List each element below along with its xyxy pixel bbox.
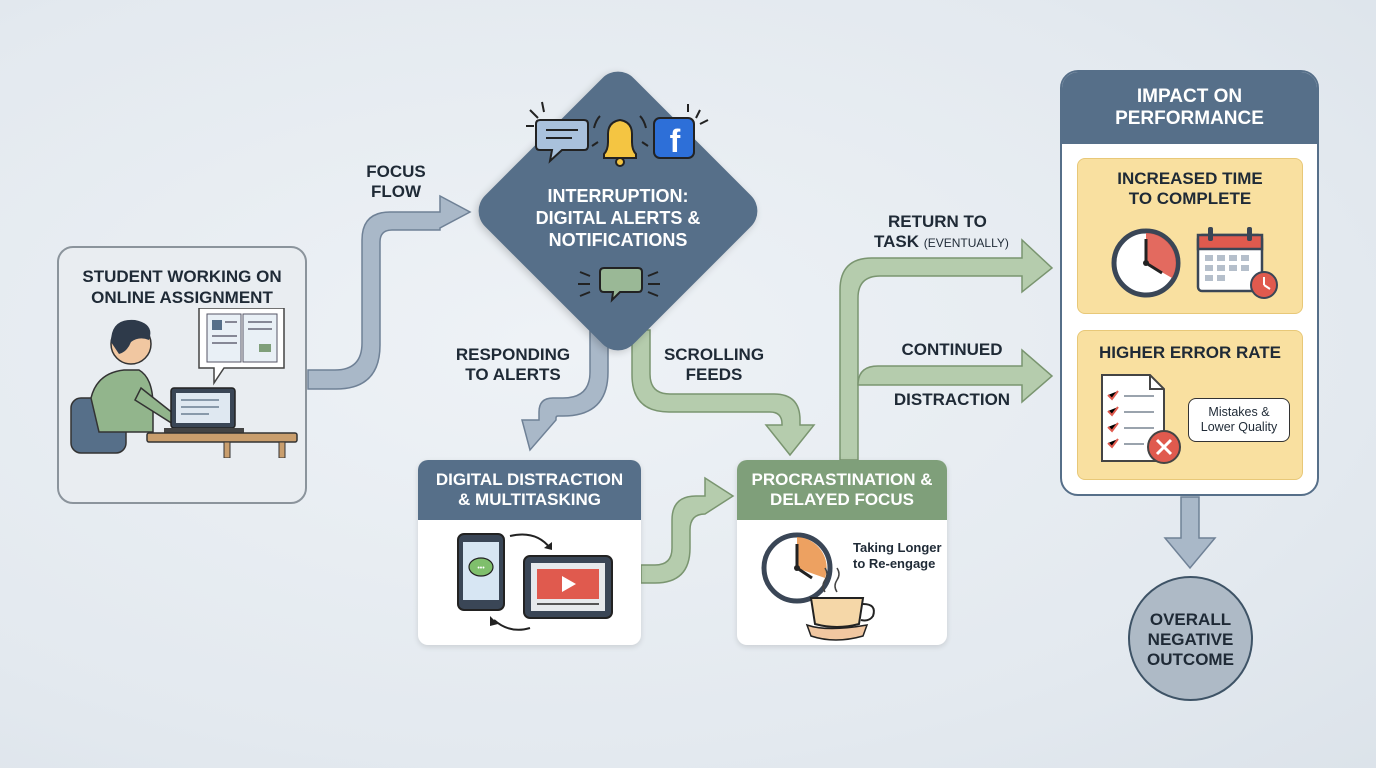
error-rate-title: HIGHER ERROR RATE: [1099, 343, 1281, 362]
student-illustration: [70, 308, 298, 458]
error-illustration: [1101, 374, 1181, 464]
impact-to-outcome-arrow: [1163, 496, 1217, 570]
continued-distraction-arrow: [857, 348, 1054, 404]
chat-bubble-icon: [535, 119, 589, 164]
distraction-card: DIGITAL DISTRACTION & MULTITASKING •••: [418, 460, 641, 645]
outcome-circle: [1128, 576, 1253, 701]
document-icon: [1101, 374, 1165, 462]
calendar-icon: [1196, 227, 1278, 299]
small-chat-icon: [578, 267, 660, 303]
distraction-to-procrast-arrow: [640, 476, 735, 584]
time-illustration: [1111, 227, 1278, 299]
responding-label: RESPONDING TO ALERTS: [455, 345, 571, 384]
increased-time-box: INCREASED TIME TO COMPLETE: [1077, 158, 1303, 314]
video-player-icon: [523, 555, 613, 619]
clock-icon: [761, 532, 833, 604]
svg-text:•••: •••: [477, 565, 485, 572]
increased-time-title: INCREASED TIME TO COMPLETE: [1117, 169, 1263, 208]
coffee-cup-icon: [805, 567, 875, 641]
distraction-title: DIGITAL DISTRACTION & MULTITASKING: [418, 460, 641, 520]
scrolling-label: SCROLLING FEEDS: [663, 345, 765, 384]
return-to-label: RETURN TO: [888, 212, 987, 231]
phone-icon: •••: [457, 533, 505, 611]
responding-arrow: [521, 319, 609, 452]
distraction-label: DISTRACTION: [893, 390, 1011, 409]
mistakes-note: Mistakes & Lower Quality: [1188, 398, 1290, 442]
procrastination-illustration: [761, 532, 875, 641]
switch-arrow-icon: [509, 533, 551, 549]
bell-icon: [591, 115, 649, 167]
svg-text:f: f: [670, 123, 681, 159]
notification-icons: f: [526, 101, 709, 167]
procrastination-card: PROCRASTINATION & DELAYED FOCUS Taking L…: [737, 460, 947, 645]
focus-flow-label: FOCUS FLOW: [366, 162, 426, 201]
interruption-title: INTERRUPTION: DIGITAL ALERTS & NOTIFICAT…: [535, 186, 701, 250]
student-title: STUDENT WORKING ON ONLINE ASSIGNMENT: [82, 267, 282, 307]
impact-title: IMPACT ON PERFORMANCE: [1062, 72, 1317, 144]
error-x-icon: [1147, 430, 1181, 464]
return-to-task-arrow: [839, 238, 1054, 461]
task-label-row: TASK (EVENTUALLY): [874, 232, 1054, 253]
procrastination-note: Taking Longer to Re-engage: [853, 540, 942, 571]
facebook-icon: f: [653, 117, 695, 159]
outcome-title: OVERALL NEGATIVE OUTCOME: [1147, 610, 1234, 669]
scrolling-arrow: [631, 329, 816, 457]
continued-label: CONTINUED: [901, 340, 1003, 359]
focus-flow-arrow: [307, 194, 472, 390]
multitasking-illustration: •••: [457, 533, 613, 631]
error-rate-box: HIGHER ERROR RATE Mistakes & Lower Quali…: [1077, 330, 1303, 480]
eventually-label: (EVENTUALLY): [923, 236, 1009, 250]
student-box: STUDENT WORKING ON ONLINE ASSIGNMENT: [57, 246, 307, 504]
task-label: TASK: [874, 232, 920, 251]
procrastination-title: PROCRASTINATION & DELAYED FOCUS: [737, 460, 947, 520]
wall-clock-icon: [1111, 228, 1181, 298]
